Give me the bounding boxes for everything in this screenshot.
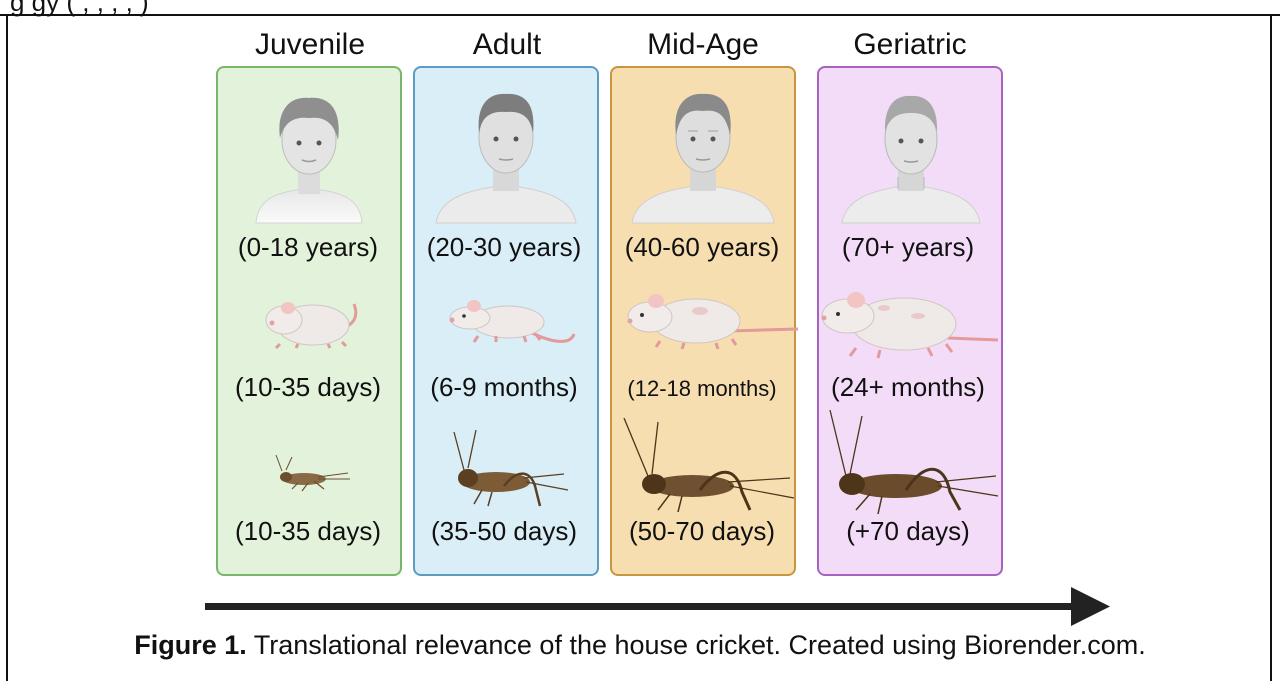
- frame-right-border: [1270, 14, 1272, 681]
- stage-title-mid-age: Mid-Age: [608, 28, 798, 62]
- human-bust-icon: [430, 85, 582, 225]
- human-bust-icon: [628, 85, 778, 225]
- cricket-icon: [820, 410, 1000, 520]
- frame-left-border: [6, 14, 8, 681]
- cricket-icon: [440, 430, 570, 510]
- frame-top-border: [0, 14, 1280, 16]
- figure-caption: Figure 1. Translational relevance of the…: [0, 630, 1280, 661]
- figure-caption-text: Translational relevance of the house cri…: [247, 630, 1146, 660]
- rat-icon: [818, 282, 1000, 362]
- rat-age-mid-age: (12-18 months): [606, 376, 798, 402]
- stage-title-juvenile: Juvenile: [215, 28, 405, 62]
- figure-caption-label: Figure 1.: [134, 630, 247, 660]
- right-arrow-icon: [205, 585, 1110, 629]
- human-bust-icon: [248, 88, 370, 228]
- stage-title-adult: Adult: [412, 28, 602, 62]
- cricket-age-mid-age: (50-70 days): [606, 516, 798, 547]
- human-age-juvenile: (0-18 years): [212, 232, 404, 263]
- human-age-adult: (20-30 years): [408, 232, 600, 263]
- cricket-age-geriatric: (+70 days): [812, 516, 1004, 547]
- cricket-icon: [618, 418, 796, 518]
- cricket-age-adult: (35-50 days): [408, 516, 600, 547]
- cricket-age-juvenile: (10-35 days): [212, 516, 404, 547]
- rat-age-adult: (6-9 months): [408, 372, 600, 403]
- cricket-icon: [258, 455, 358, 495]
- stage-title-geriatric: Geriatric: [815, 28, 1005, 62]
- human-bust-icon: [836, 85, 986, 225]
- rat-icon: [440, 290, 580, 360]
- human-age-geriatric: (70+ years): [812, 232, 1004, 263]
- human-age-mid-age: (40-60 years): [606, 232, 798, 263]
- rat-age-geriatric: (24+ months): [812, 372, 1004, 403]
- rat-icon: [258, 290, 368, 352]
- rat-age-juvenile: (10-35 days): [212, 372, 404, 403]
- rat-icon: [620, 285, 800, 355]
